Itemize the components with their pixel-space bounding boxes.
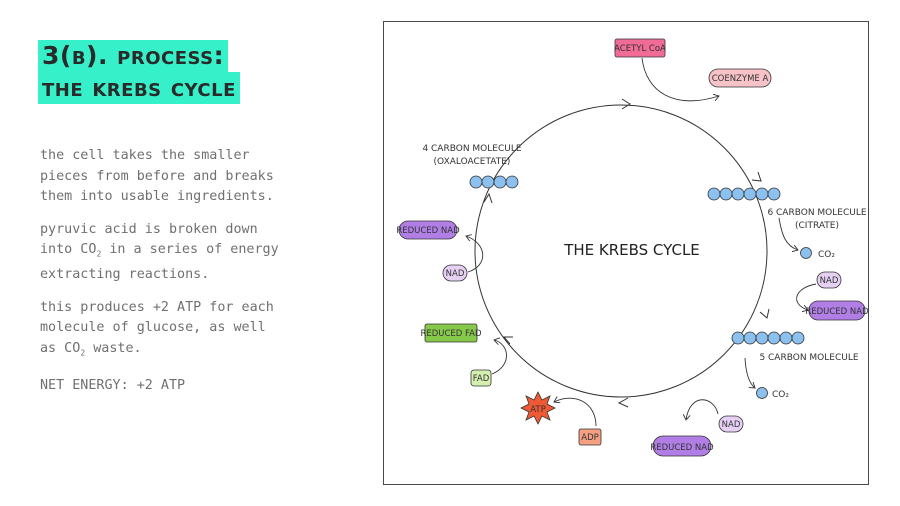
atp-starburst bbox=[520, 391, 556, 425]
six-carbon-label: 6 CARBON MOLECULE bbox=[767, 208, 866, 218]
reduced-nad-2-label: REDUCED NAD bbox=[650, 443, 714, 453]
cycle-arrow-right bbox=[751, 171, 762, 182]
nad-3-arrow bbox=[466, 236, 484, 273]
slide-body: the cell takes the smaller pieces from b… bbox=[40, 146, 330, 408]
cycle-arrow-top bbox=[621, 98, 631, 110]
nad-2-label: NAD bbox=[722, 420, 741, 430]
paragraph-3: this produces +2 ATP for each molecule o… bbox=[40, 299, 274, 358]
reduced-fad-box bbox=[424, 323, 478, 343]
krebs-diagram: THE KREBS CYCLE ACETYL CoA COENZYME A 4 … bbox=[396, 38, 869, 457]
co2-1-bead bbox=[800, 247, 812, 259]
nad-1-box bbox=[816, 271, 842, 289]
reduced-fad-label: REDUCED FAD bbox=[420, 329, 482, 339]
nad-1-arrow bbox=[796, 283, 817, 310]
acetyl-arrow bbox=[641, 57, 719, 102]
citrate-label: (CITRATE) bbox=[795, 221, 839, 231]
nad-1-label: NAD bbox=[820, 276, 839, 286]
nad-2-box bbox=[718, 415, 744, 433]
co2-2-label: CO₂ bbox=[772, 390, 789, 400]
co2-1-arrow bbox=[778, 217, 798, 250]
co2-2-arrow bbox=[744, 357, 755, 388]
nad-2-arrow bbox=[686, 399, 719, 420]
reduced-nad-3-box bbox=[398, 220, 458, 240]
five-carbon-beads bbox=[731, 331, 805, 345]
co2-2-bead bbox=[756, 387, 768, 399]
adp-box bbox=[578, 428, 602, 446]
cycle-arrow-right-low bbox=[759, 308, 770, 319]
oxaloacetate-label: (OXALOACETATE) bbox=[434, 157, 511, 167]
fad-box bbox=[470, 369, 492, 387]
reduced-nad-2-box bbox=[652, 435, 712, 457]
paragraph-2: pyruvic acid is broken down into CO2 in … bbox=[40, 221, 279, 283]
slide-title: 3(b). process: the krebs cycle bbox=[38, 40, 240, 104]
coenzyme-a-label: COENZYME A bbox=[712, 74, 769, 84]
acetyl-coa-label: ACETYL CoA bbox=[614, 44, 666, 54]
six-carbon-beads bbox=[707, 187, 781, 201]
four-carbon-beads bbox=[469, 175, 519, 189]
reduced-nad-3-label: REDUCED NAD bbox=[396, 226, 460, 236]
co2-1-label: CO₂ bbox=[818, 250, 835, 260]
five-carbon-label: 5 CARBON MOLECULE bbox=[759, 353, 858, 363]
nad-3-box bbox=[442, 264, 468, 282]
cycle-arrow-left-low bbox=[502, 336, 513, 345]
atp-label: ATP bbox=[530, 405, 545, 415]
center-title: THE KREBS CYCLE bbox=[563, 241, 700, 259]
net-energy: NET ENERGY: +2 ATP bbox=[40, 377, 186, 393]
acetyl-coa-box bbox=[614, 38, 666, 58]
coenzyme-a-box bbox=[708, 68, 772, 88]
reduced-nad-1-box bbox=[808, 300, 866, 321]
four-carbon-label: 4 CARBON MOLECULE bbox=[422, 144, 521, 154]
krebs-diagram-panel: THE KREBS CYCLE ACETYL CoA COENZYME A 4 … bbox=[383, 21, 869, 485]
fad-label: FAD bbox=[473, 374, 490, 384]
paragraph-1: the cell takes the smaller pieces from b… bbox=[40, 148, 274, 204]
adp-arrow bbox=[554, 398, 597, 427]
adp-label: ADP bbox=[581, 433, 599, 443]
fad-arrow bbox=[491, 340, 507, 375]
title-line-2: the krebs cycle bbox=[38, 72, 240, 104]
nad-3-label: NAD bbox=[446, 269, 465, 279]
title-line-1: 3(b). process: bbox=[38, 40, 229, 72]
reduced-nad-1-label: REDUCED NAD bbox=[805, 307, 869, 317]
cycle-arrow-bottom bbox=[617, 397, 629, 408]
cycle-ring bbox=[474, 104, 768, 398]
cycle-arrow-left bbox=[483, 192, 493, 204]
